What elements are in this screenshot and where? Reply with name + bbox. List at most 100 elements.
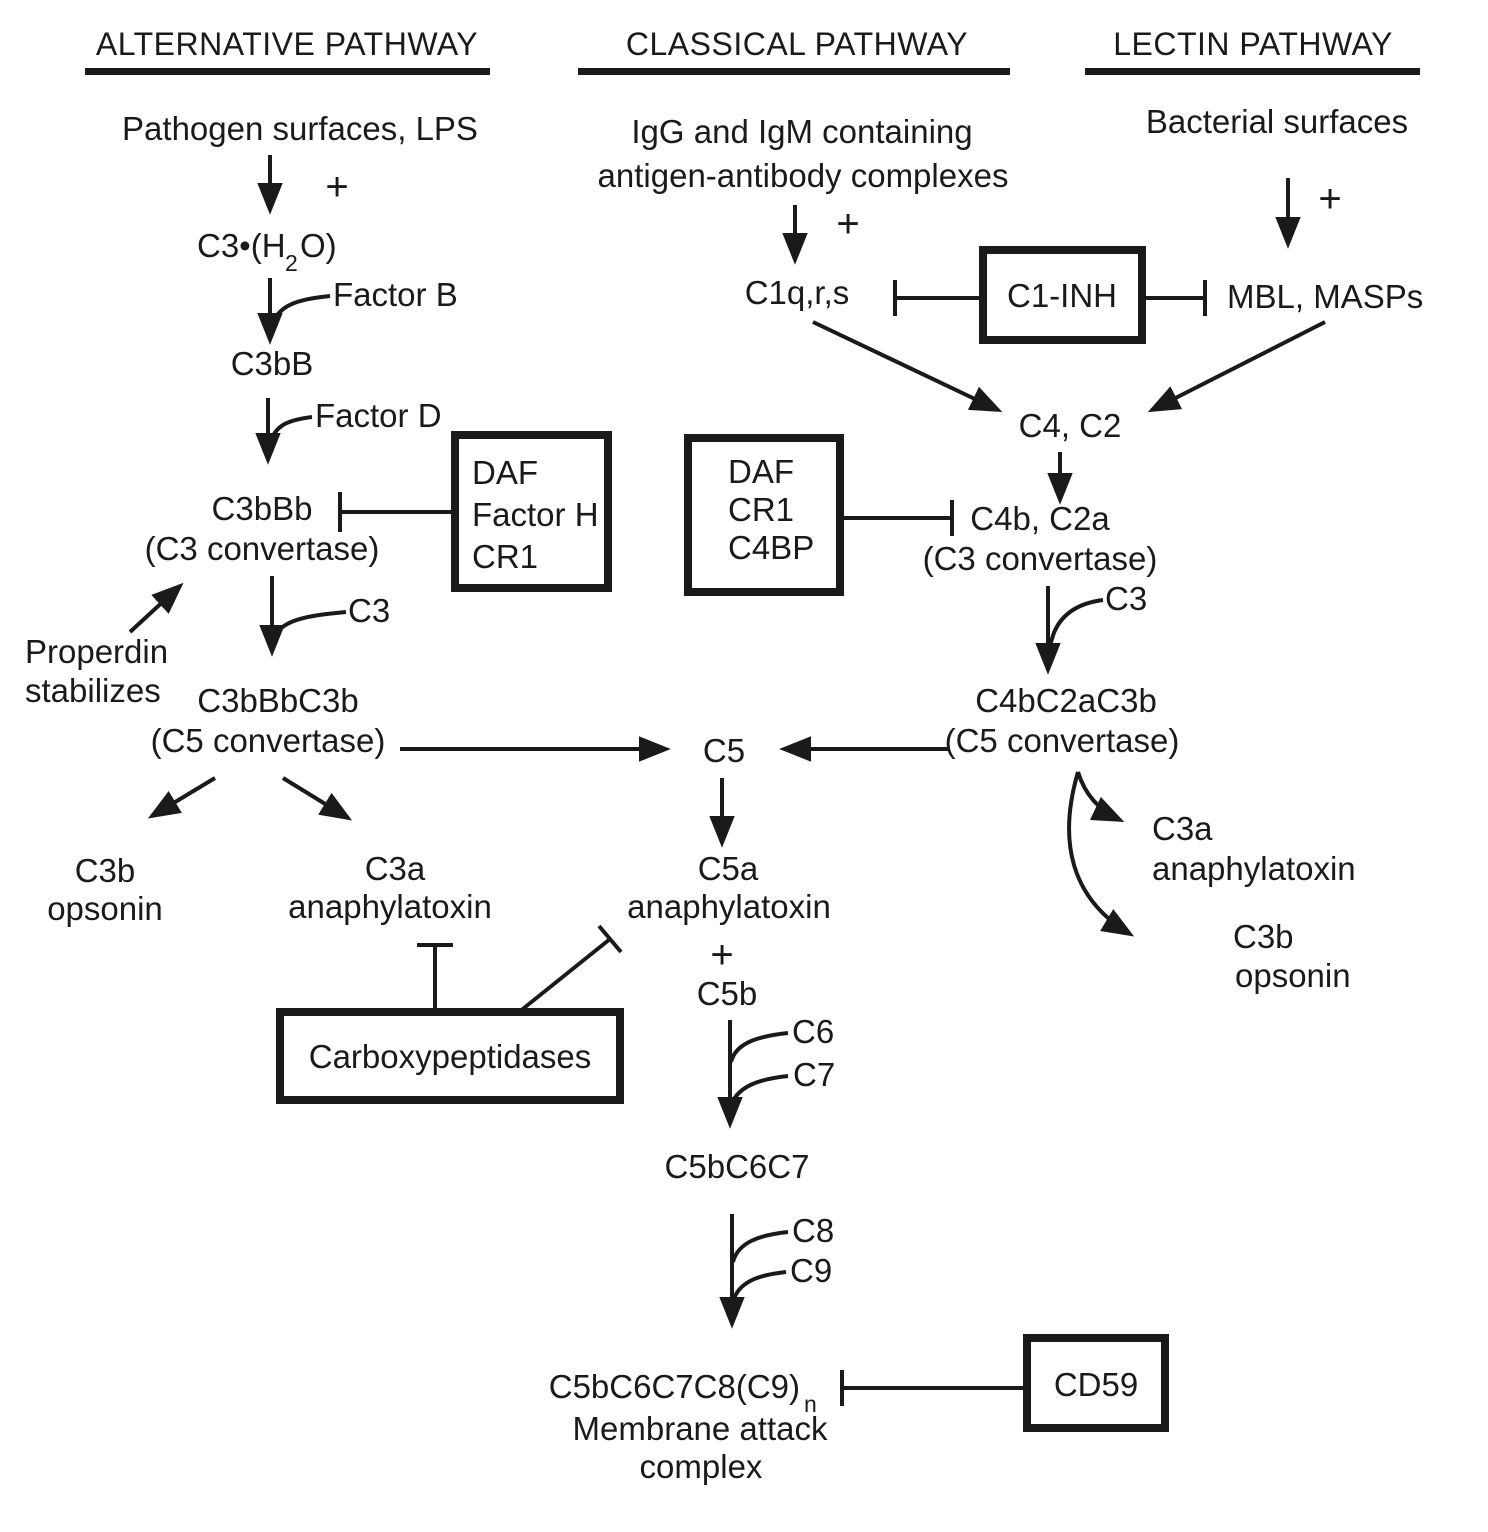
terminal-pathway: C5 C5a anaphylatoxin + C5b C6 C7 C5bC6C7… (549, 732, 1169, 1485)
plus-sign-classical: + (836, 202, 859, 246)
arrow-properdin-stabilizes (128, 582, 184, 634)
label-c3-h2o-main: C3•(H (197, 227, 286, 264)
inhibition-c1inh-to-mbl (1142, 280, 1207, 316)
regulator-box-daf-cr1-c4bp: DAF CR1 C4BP (684, 434, 844, 596)
regulator-factor-h: Factor H (472, 496, 599, 533)
label-c5: C5 (703, 732, 745, 769)
regulator-cd59: CD59 (1054, 1366, 1138, 1403)
arrow-to-c3a-right (1076, 771, 1125, 823)
regulator-daf-2: DAF (728, 453, 794, 490)
label-c5a: C5a (698, 850, 759, 887)
carboxypeptidases-regulator: Carboxypeptidases (276, 924, 624, 1104)
label-classical-c5-convertase: (C5 convertase) (945, 722, 1180, 759)
alternative-pathway-header: ALTERNATIVE PATHWAY (96, 26, 478, 62)
label-c4b-c2a: C4b, C2a (970, 500, 1110, 537)
label-igg-igm-line1: IgG and IgM containing (631, 113, 972, 150)
cd59-box-frame (1023, 1334, 1169, 1432)
label-c5b: C5b (697, 975, 758, 1012)
carboxypeptidases-box-frame (276, 1008, 624, 1104)
lectin-pathway-column: LECTIN PATHWAY Bacterial surfaces + MBL,… (1085, 26, 1423, 315)
regulator-c1-inh: C1-INH (1007, 277, 1117, 314)
label-bacterial-surfaces: Bacterial surfaces (1146, 103, 1408, 140)
c1-inh-box-frame (979, 246, 1146, 344)
classical-pathway-column: CLASSICAL PATHWAY IgG and IgM containing… (578, 26, 1356, 994)
regulator-box-cd59: CD59 (1023, 1334, 1169, 1432)
label-stabilizes: stabilizes (25, 672, 161, 709)
connector-factor-d (267, 415, 313, 449)
arrow-to-c3b-opsonin (147, 776, 217, 819)
label-c3bbbc3b: C3bBbC3b (197, 682, 358, 719)
label-c3b-right: C3b (1233, 918, 1294, 955)
label-c7: C7 (793, 1056, 835, 1093)
label-mbl-masps: MBL, MASPs (1227, 278, 1423, 315)
label-mac-subscript-n: n (804, 1391, 817, 1417)
label-c3bbb: C3bBb (212, 490, 313, 527)
label-alt-c3-convertase: (C3 convertase) (145, 530, 380, 567)
plus-sign-lectin: + (1318, 177, 1341, 221)
regulator-cr1-2: CR1 (728, 491, 794, 528)
label-mac-line1: Membrane attack (573, 1410, 828, 1447)
inhibition-c1inh-to-c1qrs (893, 280, 983, 316)
label-opsonin-left: opsonin (47, 890, 163, 927)
regulator-box-c1-inh: C1-INH (979, 246, 1146, 344)
label-c5bc6c7: C5bC6C7 (665, 1148, 810, 1185)
connector-c9 (731, 1270, 787, 1303)
label-c3-alt: C3 (348, 592, 390, 629)
inhibition-daf-factorh-cr1-to-c3bbb (338, 492, 455, 532)
regulator-box-frame-2 (684, 434, 844, 596)
regulator-c4bp: C4BP (728, 529, 814, 566)
label-c1qrs: C1q,r,s (745, 274, 850, 311)
label-igg-igm-line2: antigen-antibody complexes (598, 157, 1009, 194)
regulator-daf: DAF (472, 454, 538, 491)
inhibition-carboxypeptidases-to-c5a (517, 924, 623, 1014)
label-mac-line2: complex (640, 1448, 763, 1485)
label-c3-classical: C3 (1105, 580, 1147, 617)
label-classical-c3-convertase: (C3 convertase) (923, 540, 1158, 577)
label-c3-h2o-end: O) (300, 227, 337, 264)
inhibition-dafcr1c4bp-to-c4bc2a (840, 500, 954, 536)
label-c3-h2o: C3•(H 2 O) (197, 227, 337, 276)
connector-c8 (731, 1230, 789, 1263)
inhibition-carboxypeptidases-to-c3a (417, 943, 453, 1012)
label-factor-b: Factor B (333, 276, 458, 313)
alternative-header-underline (85, 68, 490, 75)
connector-factor-b (269, 294, 331, 329)
label-factor-d: Factor D (315, 397, 442, 434)
connector-c7 (729, 1074, 789, 1107)
label-mac-formula: C5bC6C7C8(C9) (549, 1368, 800, 1405)
label-pathogen-surfaces: Pathogen surfaces, LPS (122, 110, 478, 147)
label-c3a-right: C3a (1152, 810, 1213, 847)
label-c3-h2o-subscript: 2 (285, 250, 298, 276)
arrow-mbl-to-c4c2 (1147, 320, 1326, 413)
label-c5a-anaphylatoxin: anaphylatoxin (627, 888, 831, 925)
label-c3a-left: C3a (365, 850, 426, 887)
label-anaphylatoxin-left: anaphylatoxin (288, 888, 492, 925)
arrow-to-c3b-right (1067, 771, 1135, 937)
arrow-to-c3a-anaphylatoxin (281, 776, 353, 821)
label-c6: C6 (792, 1013, 834, 1050)
label-opsonin-right: opsonin (1235, 957, 1351, 994)
connector-c6 (729, 1031, 789, 1063)
classical-header-underline (578, 68, 1010, 75)
label-c3b-left: C3b (75, 852, 136, 889)
alternative-pathway-column: ALTERNATIVE PATHWAY Pathogen surfaces, L… (25, 26, 671, 927)
plus-sign-alternative: + (325, 165, 348, 209)
regulator-carboxypeptidases: Carboxypeptidases (309, 1038, 592, 1075)
connector-c3-classical (1048, 598, 1104, 649)
lectin-header-underline (1085, 68, 1420, 75)
label-anaphylatoxin-right: anaphylatoxin (1152, 850, 1356, 887)
connector-c3-alt (271, 610, 347, 643)
regulator-box-daf-factorh-cr1: DAF Factor H CR1 (451, 431, 612, 592)
label-c9: C9 (790, 1252, 832, 1289)
label-c3bb: C3bB (231, 345, 314, 382)
label-c4bc2ac3b: C4bC2aC3b (975, 682, 1157, 719)
classical-pathway-header: CLASSICAL PATHWAY (626, 26, 968, 62)
regulator-box-carboxypeptidases: Carboxypeptidases (276, 1008, 624, 1104)
plus-sign-c5a-c5b: + (710, 933, 733, 977)
label-properdin: Properdin (25, 633, 168, 670)
label-c8: C8 (792, 1212, 834, 1249)
inhibition-cd59-to-mac (840, 1370, 1027, 1406)
label-c4-c2: C4, C2 (1019, 407, 1122, 444)
